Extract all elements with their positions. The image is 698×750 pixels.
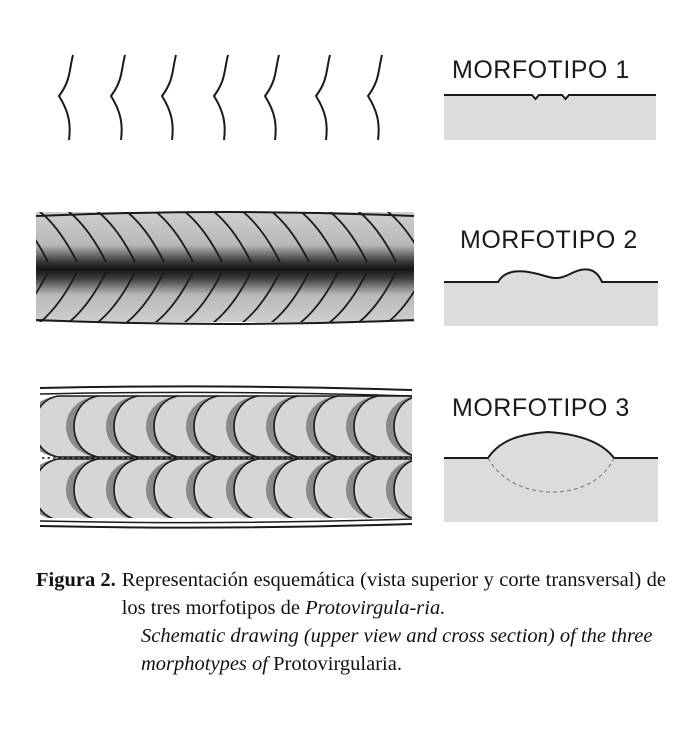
braid-strand-upper: [154, 212, 194, 263]
trace-mark-1: [57, 54, 74, 141]
morphotype-1-cross-section: [444, 94, 656, 140]
morphotype-3-cross-section: [444, 430, 658, 522]
trace-mark-5: [263, 54, 280, 141]
figure-number: Figura 2: [36, 569, 111, 591]
figure-separator: .: [110, 569, 116, 591]
caption-spanish: Figura 2. Representación esquemática (vi…: [36, 566, 666, 622]
braid-strand-upper: [36, 239, 49, 263]
caption-english: Schematic drawing (upper view and cross …: [36, 622, 666, 678]
braid-strand-upper: [299, 212, 339, 263]
braid-strand-upper: [241, 212, 281, 263]
caption-spanish-text: Representación esquemática (vista superi…: [121, 569, 666, 619]
braid-strand-lower: [183, 271, 223, 322]
braid-strand-lower: [328, 271, 368, 322]
morphotype-2-label: MORFOTIPO 2: [460, 226, 638, 254]
morphotype-2-upper-view: [35, 211, 454, 325]
braid-strand-upper: [212, 212, 252, 263]
morphotype-3-upper-view: [39, 385, 413, 529]
figure-caption: Figura 2. Representación esquemática (vi…: [36, 566, 666, 678]
caption-english-taxon: Protovirgularia.: [273, 653, 402, 675]
caption-english-text: Schematic drawing (upper view and cross …: [141, 625, 653, 675]
morphotype-diagram: [35, 54, 658, 529]
morphotype-2-cross-section: [444, 268, 658, 326]
figure-panel: MORFOTIPO 1 MORFOTIPO 2 MORFOTIPO 3: [35, 54, 658, 529]
braid-strand-lower: [67, 271, 107, 322]
lobe: [393, 460, 412, 518]
trace-mark-4: [212, 54, 229, 141]
braid-strand-lower: [154, 271, 194, 322]
braid-strand-lower: [299, 271, 339, 322]
braid-strand-lower: [270, 271, 310, 322]
braid-strand-upper: [270, 212, 310, 263]
braid-strand-upper: [125, 212, 165, 263]
braid-strand-lower: [96, 271, 136, 322]
trace-mark-2: [109, 54, 126, 141]
braid-strand-lower: [36, 271, 49, 295]
morphotype-1-label: MORFOTIPO 1: [452, 56, 630, 84]
morphotype-3-label: MORFOTIPO 3: [452, 394, 630, 422]
trace-mark-7: [366, 54, 383, 141]
morphotype-1-upper-view: [57, 54, 383, 141]
braid-strand-lower: [212, 271, 252, 322]
braid-strand-lower: [357, 271, 397, 322]
braid-strand-lower: [125, 271, 165, 322]
lobe-shadow: [40, 396, 70, 457]
braid-strand-upper: [183, 212, 223, 263]
braid-strand-lower: [386, 289, 414, 322]
lobe: [393, 397, 412, 456]
braid-strand-upper: [38, 212, 78, 263]
trace-mark-3: [160, 54, 177, 141]
braid-strand-lower: [241, 271, 281, 322]
caption-spanish-taxon: Protovirgula-ria.: [305, 597, 446, 619]
braid-strand-upper: [416, 211, 454, 262]
trace-mark-6: [314, 54, 331, 141]
